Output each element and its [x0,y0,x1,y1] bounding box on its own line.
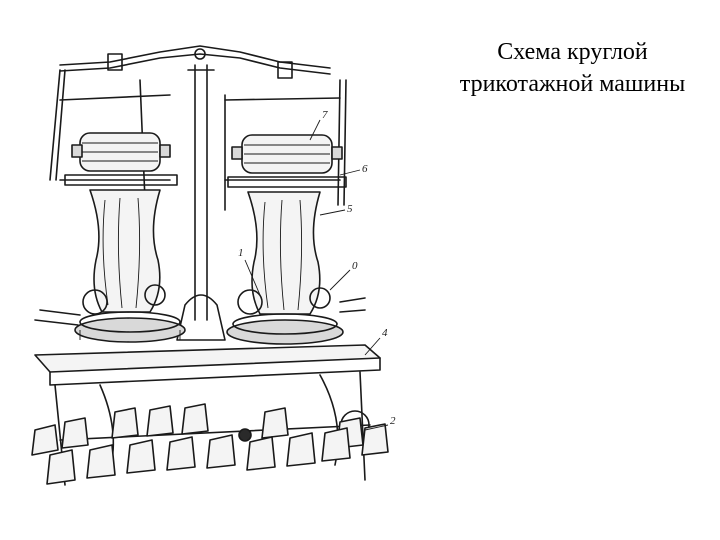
label-7: 7 [322,109,328,121]
right-take-up-roller [227,134,347,188]
right-fabric-tube [247,191,321,315]
left-fabric-tube [89,189,161,313]
right-frame [224,79,347,211]
label-4: 4 [382,327,388,339]
yarn-bobbins [31,403,389,485]
right-knitting-head [226,287,366,345]
label-5: 5 [347,203,353,215]
label-2: 2 [390,415,396,427]
title-line-2: трикотажной машины [459,71,686,97]
left-knitting-head [34,284,186,343]
label-0: 0 [352,260,358,272]
part-labels: 7 6 5 1 0 4 2 [238,109,396,431]
slide-title: Схема круглой трикотажной машины [430,36,715,100]
knitting-machine-illustration: 7 6 5 1 0 4 2 [20,40,420,510]
label-1: 1 [238,247,244,259]
top-beam [59,45,331,79]
central-column [176,64,226,341]
left-take-up-roller [64,132,178,186]
label-6: 6 [362,163,368,175]
title-line-1: Схема круглой [497,39,648,65]
machine-table [34,344,381,386]
